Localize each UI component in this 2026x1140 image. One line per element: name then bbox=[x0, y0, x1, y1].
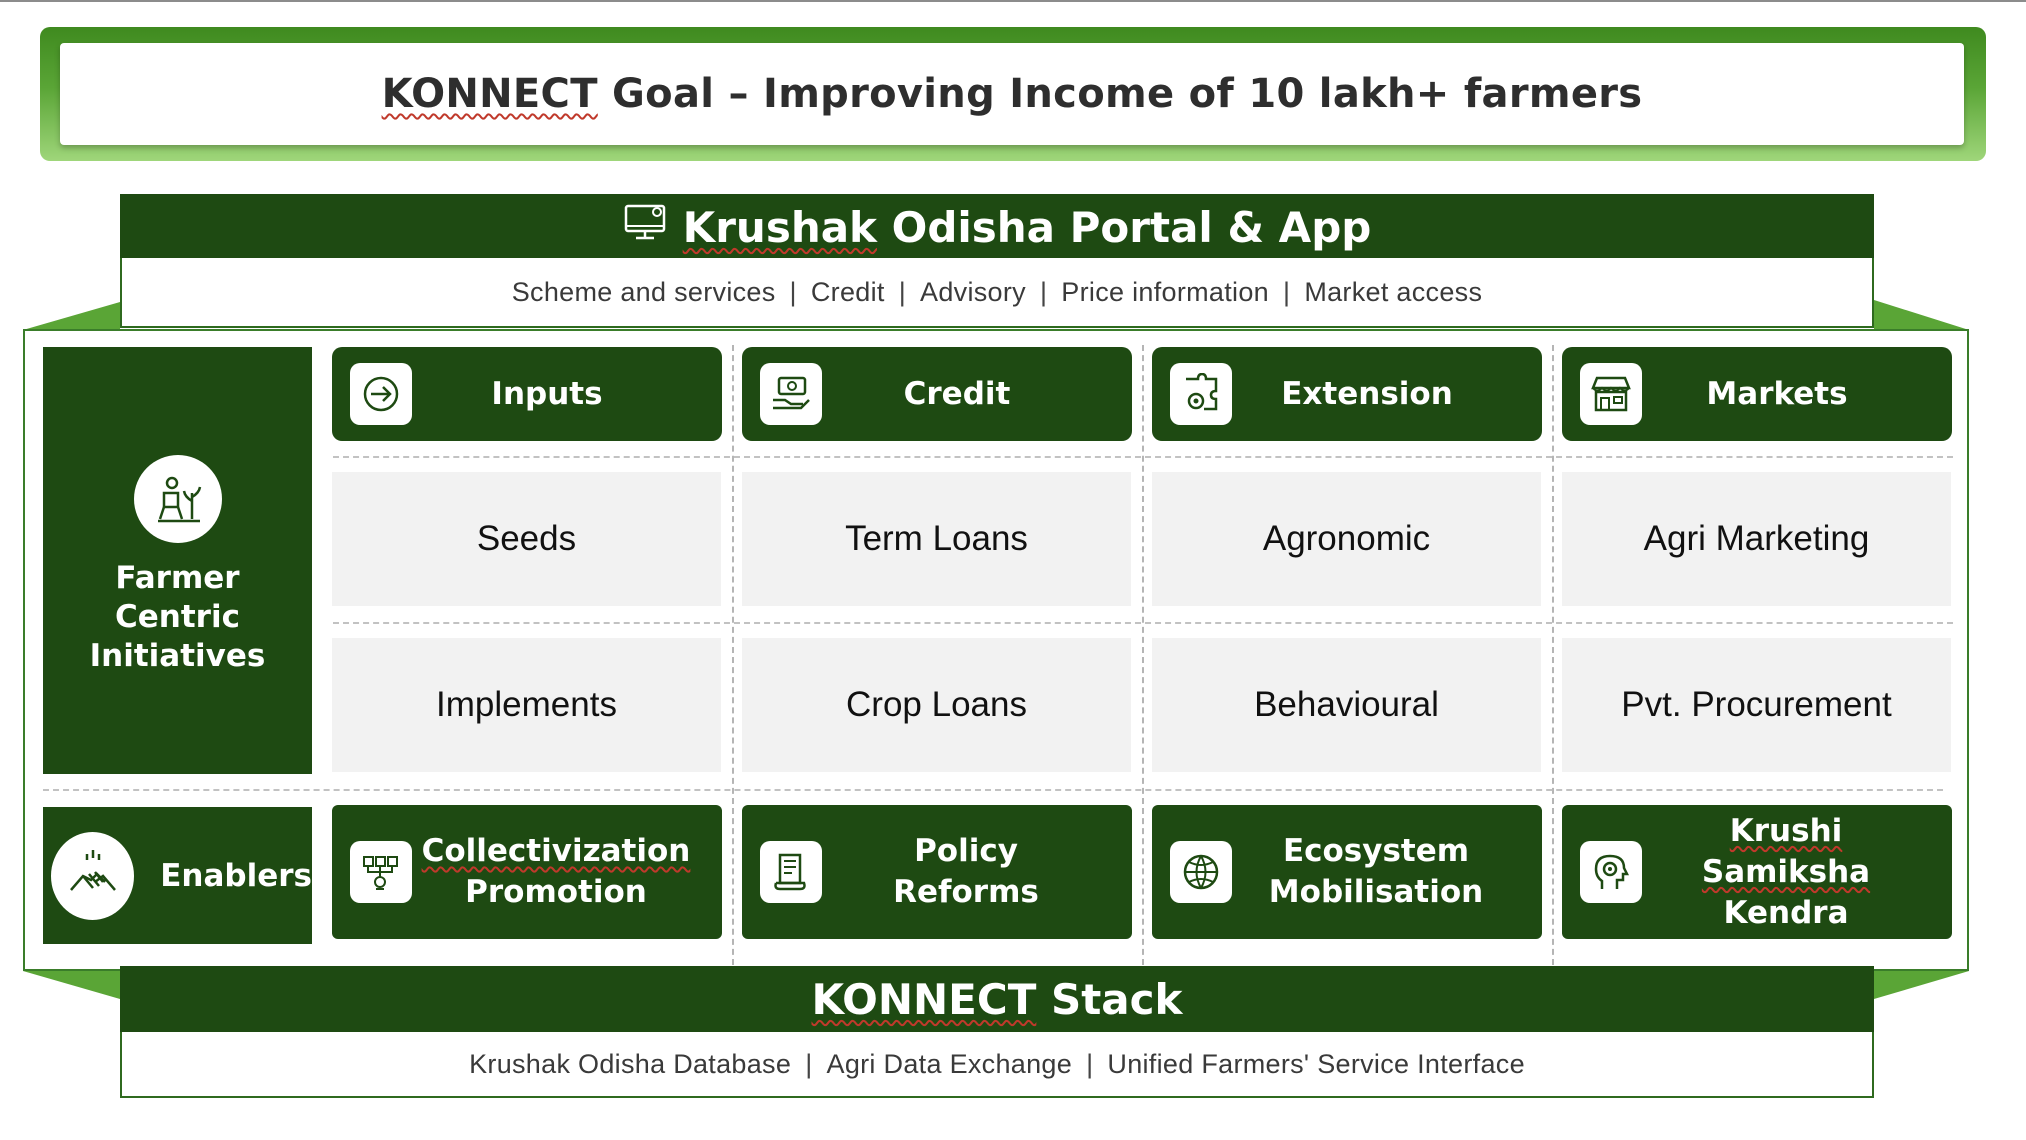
portal-title-rest: Odisha Portal & App bbox=[877, 202, 1372, 252]
bottom-left-wing bbox=[23, 971, 120, 999]
storefront-icon bbox=[1580, 363, 1642, 425]
portal-title: Krushak Odisha Portal & App bbox=[683, 203, 1372, 252]
enabler-text: Krushi Samiksha Kendra bbox=[1642, 811, 1952, 934]
portal-services: Scheme and services | Credit | Advisory | P… bbox=[120, 258, 1874, 328]
money-hand-icon bbox=[760, 363, 822, 425]
computer-monitor-icon bbox=[623, 202, 667, 252]
bottom-right-wing bbox=[1874, 971, 1969, 999]
pillar-inputs-header: Inputs bbox=[332, 347, 722, 441]
top-left-wing bbox=[23, 302, 120, 330]
puzzle-gear-icon bbox=[1170, 363, 1232, 425]
arrow-in-circle-icon bbox=[350, 363, 412, 425]
pillar-label: Extension bbox=[1281, 376, 1453, 412]
cell-implements: Implements bbox=[332, 638, 721, 772]
stack-item: Unified Farmers' Service Interface bbox=[1107, 1048, 1525, 1079]
portal-header: Krushak Odisha Portal & App bbox=[120, 194, 1874, 260]
enabler-collectivization: Collectivization Promotion bbox=[332, 805, 722, 939]
cell-behavioural: Behavioural bbox=[1152, 638, 1541, 772]
separator: | bbox=[1039, 276, 1048, 307]
pillar-extension-header: Extension bbox=[1152, 347, 1542, 441]
pillar-label: Credit bbox=[903, 376, 1011, 412]
enabler-line: Policy bbox=[914, 833, 1018, 869]
goal-text: Goal – Improving Income of 10 lakh+ farm… bbox=[597, 71, 1643, 117]
label-line: Centric bbox=[115, 599, 240, 635]
cell-crop-loans: Crop Loans bbox=[742, 638, 1131, 772]
cell-term-loans: Term Loans bbox=[742, 472, 1131, 606]
enabler-line: Promotion bbox=[465, 874, 647, 910]
stack-title: KONNECT Stack bbox=[812, 975, 1183, 1024]
stack-title-first: KONNECT bbox=[811, 974, 1037, 1024]
row-divider bbox=[333, 456, 1953, 458]
stack-title-rest: Stack bbox=[1036, 974, 1183, 1024]
cell-seeds: Seeds bbox=[332, 472, 721, 606]
enabler-line: Collectivization bbox=[421, 833, 691, 869]
separator: | bbox=[898, 276, 907, 307]
column-divider bbox=[1552, 345, 1554, 965]
handshake-icon bbox=[51, 831, 135, 920]
stack-item: Krushak Odisha Database bbox=[469, 1048, 792, 1079]
enablers-label: Enablers bbox=[160, 857, 312, 894]
portal-title-first: Krushak bbox=[682, 202, 877, 252]
enabler-text: Policy Reforms bbox=[822, 831, 1132, 913]
goal-prefix: KONNECT bbox=[381, 71, 598, 117]
service-item: Price information bbox=[1061, 276, 1269, 307]
separator: | bbox=[805, 1048, 813, 1079]
enabler-policy-reforms: Policy Reforms bbox=[742, 805, 1132, 939]
top-right-wing bbox=[1874, 300, 1969, 330]
globe-icon bbox=[1170, 841, 1232, 903]
separator: | bbox=[1282, 276, 1291, 307]
enabler-ecosystem-mobilisation: Ecosystem Mobilisation bbox=[1152, 805, 1542, 939]
enabler-line: Mobilisation bbox=[1268, 874, 1484, 910]
head-gear-icon bbox=[1580, 841, 1642, 903]
enabler-text: Collectivization Promotion bbox=[412, 831, 722, 913]
separator: | bbox=[789, 276, 797, 307]
farmer-centric-box: Farmer Centric Initiatives bbox=[43, 347, 312, 774]
pillar-credit-header: Credit bbox=[742, 347, 1132, 441]
service-item: Credit bbox=[810, 276, 885, 307]
enablers-box: Enablers bbox=[43, 807, 312, 944]
label-line: Farmer bbox=[115, 560, 240, 596]
farmer-centric-label: Farmer Centric Initiatives bbox=[90, 559, 266, 676]
enabler-krushi-samiksha-kendra: Krushi Samiksha Kendra bbox=[1562, 805, 1952, 939]
column-divider bbox=[1142, 345, 1144, 965]
separator: | bbox=[1086, 1048, 1094, 1079]
cell-agri-marketing: Agri Marketing bbox=[1562, 472, 1951, 606]
enabler-line-text: Krushi Samiksha bbox=[1701, 812, 1871, 890]
cell-pvt-procurement: Pvt. Procurement bbox=[1562, 638, 1951, 772]
pillar-markets-header: Markets bbox=[1562, 347, 1952, 441]
label-line: Initiatives bbox=[89, 638, 266, 674]
farmer-icon bbox=[133, 455, 222, 543]
pillar-label: Markets bbox=[1706, 376, 1848, 412]
pillar-label: Inputs bbox=[491, 376, 603, 412]
top-border-line bbox=[0, 0, 2026, 2]
service-item: Market access bbox=[1304, 276, 1483, 307]
enabler-line: Kendra bbox=[1723, 894, 1849, 931]
row-divider bbox=[43, 789, 1943, 791]
stack-item: Agri Data Exchange bbox=[826, 1048, 1073, 1079]
stack-items: Krushak Odisha Database | Agri Data Excha… bbox=[120, 1032, 1874, 1098]
enabler-text: Ecosystem Mobilisation bbox=[1232, 831, 1542, 913]
document-scroll-icon bbox=[760, 841, 822, 903]
stack-header: KONNECT Stack bbox=[120, 966, 1874, 1032]
goal-banner: KONNECT Goal – Improving Income of 10 la… bbox=[60, 43, 1964, 145]
column-divider bbox=[732, 345, 734, 965]
enabler-line: Reforms bbox=[893, 874, 1039, 910]
network-icon bbox=[350, 841, 412, 903]
row-divider bbox=[333, 622, 1953, 624]
service-item: Advisory bbox=[920, 276, 1026, 307]
enabler-line: Ecosystem bbox=[1282, 833, 1470, 869]
cell-agronomic: Agronomic bbox=[1152, 472, 1541, 606]
enabler-line: Krushi Samiksha bbox=[1642, 811, 1930, 893]
service-item: Scheme and services bbox=[511, 276, 776, 307]
